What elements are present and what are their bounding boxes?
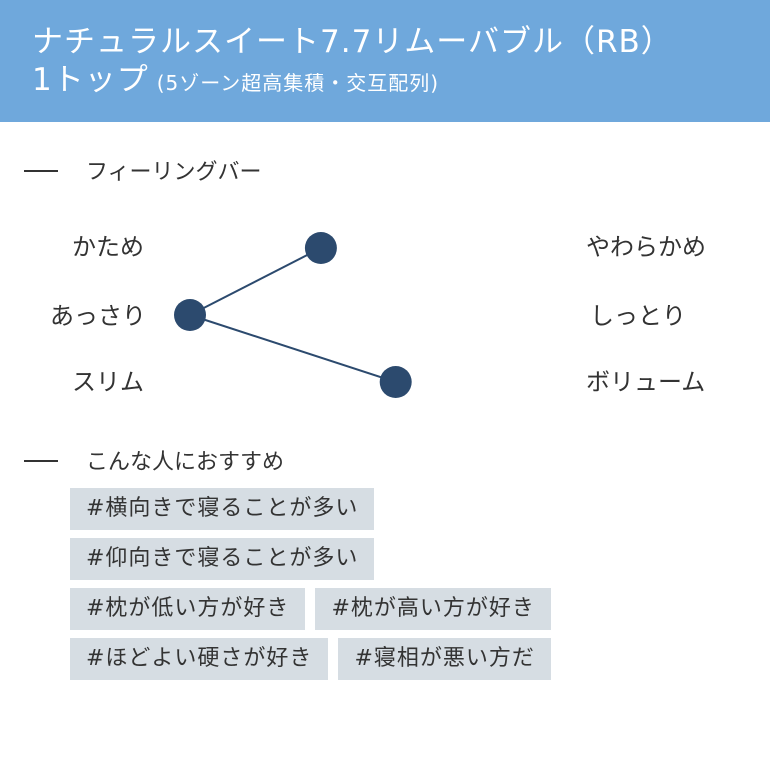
feel-right-label-3: ボリューム <box>586 368 706 396</box>
tag-row: #枕が低い方が好き #枕が高い方が好き <box>70 588 670 630</box>
bar-tick-dot <box>437 380 442 384</box>
marker-connector-line <box>189 314 397 383</box>
feeling-marker-2 <box>174 299 206 331</box>
tag-row: #横向きで寝ることが多い <box>70 488 670 530</box>
bar-tick-dot <box>531 246 535 250</box>
header-banner: ナチュラルスイート7.7リムーバブル（RB） 1トップ (5ゾーン超高集積・交互配… <box>0 0 770 122</box>
feeling-marker-3 <box>379 366 412 398</box>
feel-left-label-2: あっさり <box>50 302 146 330</box>
tag: #枕が高い方が好き <box>315 588 551 630</box>
tag: #寝相が悪い方だ <box>338 638 551 680</box>
bar-tick-dot <box>468 380 473 384</box>
bar-tick-dot <box>281 246 286 250</box>
bar-tick-dot <box>499 246 504 250</box>
recommend-heading-text: こんな人におすすめ <box>86 450 285 475</box>
bar-tick-dot <box>375 246 379 250</box>
bar-tick-dot <box>468 246 473 250</box>
bar-tick-dot <box>468 313 473 317</box>
bar-tick-dot <box>344 246 348 250</box>
tag-row: #仰向きで寝ることが多い <box>70 538 670 580</box>
feel-right-label-1: やわらかめ <box>586 233 706 261</box>
feel-left-label-3: スリム <box>72 368 144 396</box>
tag: #枕が低い方が好き <box>70 588 306 630</box>
product-variant: 1トップ <box>32 62 149 98</box>
tag: #仰向きで寝ることが多い <box>70 538 375 580</box>
feeling-marker-1 <box>304 232 337 264</box>
marker-connector-line <box>189 247 322 316</box>
product-title: ナチュラルスイート7.7リムーバブル（RB） <box>32 24 673 60</box>
product-spec: (5ゾーン超高集積・交互配列) <box>156 71 440 95</box>
recommend-tags: #横向きで寝ることが多い #仰向きで寝ることが多い #枕が低い方が好き #枕が高… <box>70 488 670 688</box>
feeling-heading: フィーリングバー <box>24 154 262 186</box>
bar-tick-dot <box>375 380 379 384</box>
bar-tick-dot <box>219 380 223 384</box>
heading-dash <box>24 170 58 172</box>
tag: #ほどよい硬さが好き <box>70 638 329 680</box>
bar-tick-dot <box>250 246 255 250</box>
tag-row: #ほどよい硬さが好き #寝相が悪い方だ <box>70 638 670 680</box>
bar-tick-dot <box>281 313 286 317</box>
bar-tick-dot <box>281 380 286 384</box>
bar-tick-dot <box>531 380 535 384</box>
bar-tick-dot <box>219 246 223 250</box>
bar-tick-dot <box>499 380 504 384</box>
feeling-bars <box>174 232 570 398</box>
bar-tick-dot <box>312 380 317 384</box>
bar-tick-dot <box>250 380 255 384</box>
bar-tick-dot <box>375 313 379 317</box>
bar-tick-dot <box>406 246 410 250</box>
feel-left-label-1: かため <box>72 233 144 261</box>
bar-tick-dot <box>437 246 442 250</box>
recommend-heading: こんな人におすすめ <box>24 444 284 476</box>
feeling-heading-text: フィーリングバー <box>86 160 262 185</box>
feel-right-label-2: しっとり <box>590 302 686 330</box>
product-subtitle: 1トップ (5ゾーン超高集積・交互配列) <box>32 60 439 105</box>
tag: #横向きで寝ることが多い <box>70 488 375 530</box>
heading-dash <box>24 460 58 462</box>
bar-tick-dot <box>344 380 348 384</box>
